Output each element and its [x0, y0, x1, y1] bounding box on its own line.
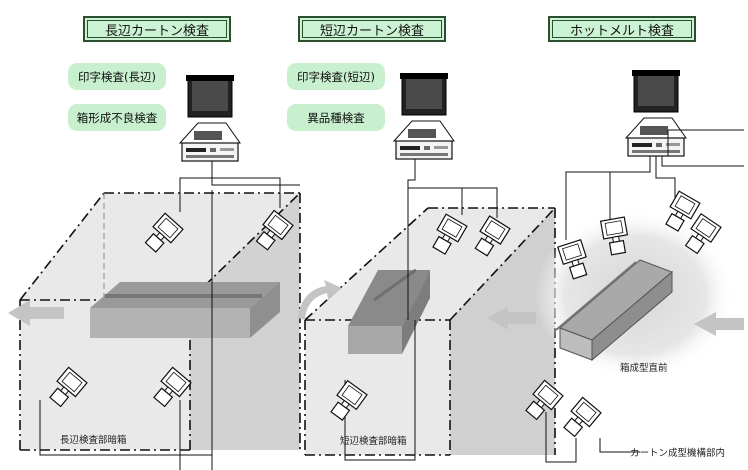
label-before-forming: 箱成型直前 — [620, 363, 668, 374]
station-title-short-side: 短辺カートン検査 — [298, 16, 446, 42]
pill-variety-inspection: 異品種検査 — [287, 104, 385, 131]
long-side-carton — [90, 282, 280, 338]
pill-long-print-inspection: 印字検査(長辺) — [68, 63, 166, 90]
label-long-dark-box: 長辺検査部暗箱 — [60, 435, 127, 446]
computer-short-side — [393, 72, 455, 160]
computer-long-side — [179, 74, 241, 162]
camera-machine-2 — [559, 396, 602, 441]
label-carton-machine: カートン成型機構部内 — [630, 448, 726, 459]
computer-hot-melt — [625, 69, 687, 157]
label-short-dark-box: 短辺検査部暗箱 — [340, 436, 407, 447]
pill-short-print-inspection: 印字検査(短辺) — [287, 63, 385, 90]
short-side-carton — [348, 268, 430, 354]
pill-box-defect-inspection: 箱形成不良検査 — [68, 104, 166, 131]
flow-arrows — [8, 280, 744, 336]
station-title-long-side: 長辺カートン検査 — [83, 16, 231, 42]
signal-cables — [39, 129, 744, 470]
station-title-hot-melt: ホットメルト検査 — [548, 16, 696, 42]
